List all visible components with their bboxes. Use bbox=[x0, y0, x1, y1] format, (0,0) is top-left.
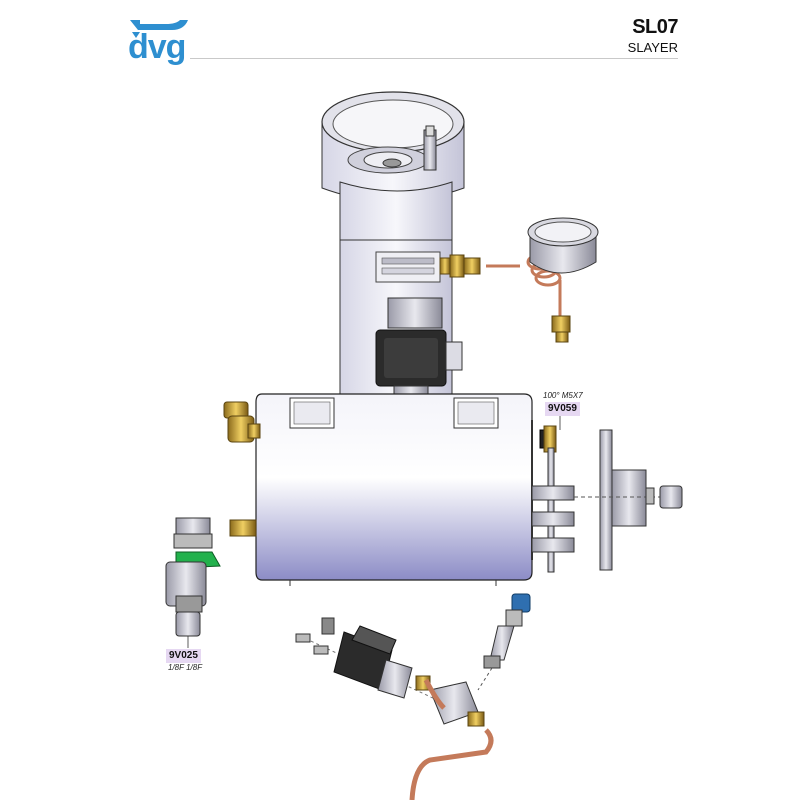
model-code: SL07 bbox=[632, 16, 678, 38]
dvg-logo bbox=[130, 20, 188, 38]
elbow-fitting bbox=[223, 401, 261, 443]
callout-9v059-spec: 100° M5X7 bbox=[543, 391, 583, 400]
bottom-solenoid-assembly bbox=[295, 617, 485, 727]
column-brass-fitting bbox=[439, 254, 481, 278]
heating-element-assembly bbox=[531, 425, 683, 573]
callout-9v025-code: 9V025 bbox=[166, 649, 201, 663]
callout-9v025-spec: 1/8F 1/8F bbox=[168, 663, 203, 672]
blue-knob-valve bbox=[477, 593, 531, 691]
header-divider bbox=[190, 58, 678, 59]
ball-valve-assembly bbox=[165, 517, 257, 648]
boiler-tank bbox=[255, 393, 533, 586]
group-head-cup bbox=[321, 91, 465, 202]
brand-logo-text: dvg bbox=[128, 28, 186, 66]
callout-9v059-code: 9V059 bbox=[545, 402, 580, 416]
model-name: SLAYER bbox=[627, 40, 678, 55]
copper-pipe bbox=[409, 678, 494, 800]
pressure-gauge-assembly bbox=[486, 217, 599, 343]
